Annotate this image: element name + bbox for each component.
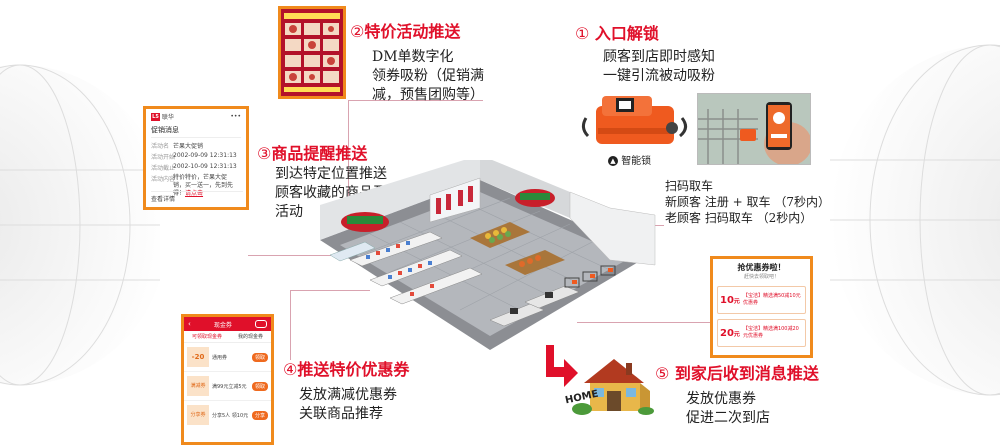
tab-my-coupons[interactable]: 我的现金券 [237,334,263,340]
coupon-tabs: 可领取现金券 我的现金券 [184,331,271,343]
brand-logo-icon: L5 [151,112,160,121]
list-item[interactable]: 20元 【宝洁】精选满100减20元优惠券 [717,319,806,347]
step3-title: ③商品提醒推送 [257,144,368,163]
connector-step2 [348,100,349,250]
coupon-badge: 满减券 [187,376,209,396]
coupon-badge: -20 [187,347,209,367]
background-globe-left [0,64,160,386]
more-icon[interactable] [254,320,267,328]
list-item: -20 通用券 领取 [184,343,271,372]
arrow-to-home-icon [546,345,578,387]
step2-title: ②特价活动推送 [350,22,461,41]
smart-lock-label: ▲ 智能锁 [608,152,651,167]
step4-number: ④ [283,360,298,379]
connector-step2-h [348,100,483,101]
step1-title: ① 入口解锁 [575,24,659,43]
step2-number: ② [350,22,365,41]
connector-step4-v [290,290,291,360]
step5-desc: 发放优惠券 促进二次到店 [686,391,770,426]
step3-desc: 到达特定位置推送 顾客收藏的商品及 活动 [275,166,387,220]
step4-title: ④推送特价优惠券 [283,360,410,379]
list-item: 满减券 满99元立减5元 领取 [184,372,271,401]
claim-button[interactable]: 领取 [251,352,268,362]
back-icon[interactable]: ‹ [188,320,191,328]
coupon-badge: 分享券 [187,405,209,425]
connector-step4 [290,290,370,291]
coupon-app-header: ‹ 现金券 [184,317,271,331]
store-isometric-illustration [320,160,656,350]
coupon-popup-subtitle: 赶快去领取吧！ [743,274,779,280]
step5-number: ⑤ [655,364,670,383]
share-button[interactable]: 分享 [251,410,268,420]
coupon-amount: 10元 [720,294,740,306]
step4-desc: 发放满减优惠券 关联商品推荐 [299,387,397,422]
brand-name: 联华 [162,114,175,121]
list-item: 分享券 分享5人 领10元 分享 [184,401,271,429]
more-icon[interactable]: ••• [230,113,241,120]
step5-title: ⑤ 到家后收到消息推送 [655,364,819,383]
promo-detail-link[interactable]: 请点击 [185,190,204,197]
smart-lock-image [581,96,687,144]
coupon-popup-title: 抢优惠券啦！ [737,263,786,272]
dm-flyer-image [278,6,346,99]
coupon-popup-panel: 抢优惠券啦！ 赶快去领取吧！ 10元 【宝洁】精选满50减10元优惠券 20元 … [710,256,813,358]
step1-desc: 顾客到店即时感知 一键引流被动吸粉 [603,49,715,84]
claim-button[interactable]: 领取 [251,381,268,391]
background-globe-right [830,44,1000,396]
promo-message-title: 促销消息 [151,125,241,138]
coupon-app-panel: ‹ 现金券 可领取现金券 我的现金券 -20 通用券 领取 满减券 满99元立减… [181,314,274,445]
coupon-amount: 20元 [720,327,740,339]
tab-available-coupons[interactable]: 可领取现金券 [191,334,222,340]
home-house-illustration [572,359,654,415]
connector-coupon-popup [577,322,710,323]
step3-number: ③ [257,144,272,163]
lock-icon: ▲ [608,156,618,166]
step1-number: ① [575,24,590,43]
cart-scan-info: 扫码取车 新顾客 注册 + 取车 （7秒内） 老顾客 扫码取车 （2秒内） [665,179,830,225]
step2-desc: DM单数字化 领券吸粉（促销满 减，预售团购等） [372,49,484,103]
list-item[interactable]: 10元 【宝洁】精选满50减10元优惠券 [717,286,806,314]
view-details-link[interactable]: 查看详情 [151,191,243,203]
phone-scan-cart-photo [697,93,811,165]
